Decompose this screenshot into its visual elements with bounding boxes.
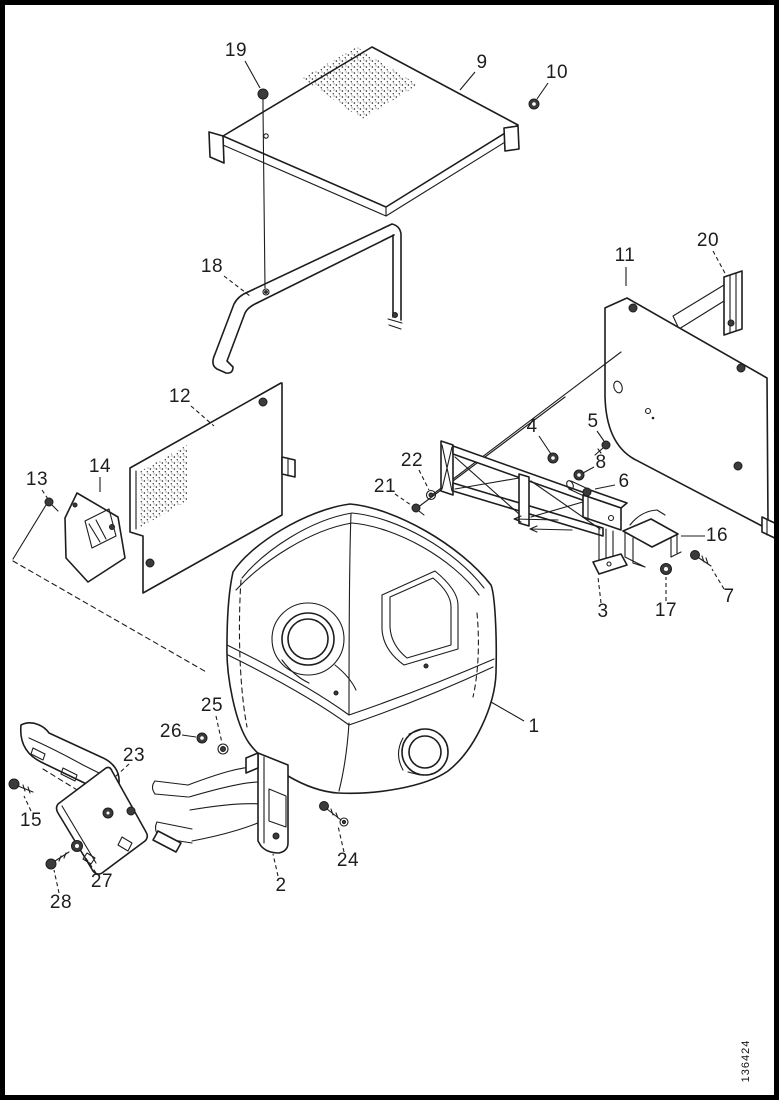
leader-27 — [83, 854, 96, 873]
fastener-25-washer — [218, 744, 228, 754]
assembly-centerline — [13, 505, 208, 673]
callout-15: 15 — [19, 810, 43, 831]
part-11-side-panel — [605, 298, 774, 541]
callout-10: 10 — [545, 62, 569, 83]
callout-3: 3 — [597, 601, 609, 622]
leader-7 — [712, 569, 724, 589]
callout-23: 23 — [122, 745, 146, 766]
drawing-number: 136424 — [740, 1039, 752, 1083]
leader-24 — [338, 826, 344, 852]
callout-22: 22 — [400, 450, 424, 471]
callout-17: 17 — [654, 600, 678, 621]
callout-5: 5 — [587, 411, 599, 432]
leader-23 — [115, 764, 129, 777]
fastener-24-bolt — [320, 802, 349, 827]
fastener-27-nut — [72, 841, 83, 852]
callout-12: 12 — [168, 386, 192, 407]
callout-25: 25 — [200, 695, 224, 716]
part-14-cover-plate — [65, 493, 125, 582]
leader-22 — [419, 470, 429, 490]
leader-25 — [216, 716, 222, 743]
leader-19 — [245, 61, 260, 88]
fastener-22-washer — [427, 491, 436, 500]
part-2-support-arm — [153, 753, 289, 853]
leader-26 — [182, 735, 196, 737]
fastener-4-washer — [548, 453, 558, 463]
leader-12 — [191, 406, 214, 426]
leader-5 — [597, 431, 604, 441]
part-9-top-cover — [209, 47, 519, 216]
callout-28: 28 — [49, 892, 73, 913]
leader-4 — [539, 436, 551, 454]
fastener-19-bolt — [258, 89, 268, 288]
callout-6: 6 — [618, 471, 630, 492]
part-23-mount-plate — [57, 767, 148, 874]
callout-13: 13 — [25, 469, 49, 490]
callout-8: 8 — [595, 452, 607, 473]
diagram-canvas — [5, 5, 774, 1095]
fastener-7-bolt — [691, 551, 712, 567]
leader-13 — [42, 490, 48, 499]
fastener-28-bolt — [46, 852, 69, 869]
callout-18: 18 — [200, 256, 224, 277]
leader-15 — [24, 796, 31, 811]
callout-1: 1 — [528, 716, 540, 737]
leader-6 — [595, 485, 615, 489]
callout-26: 26 — [159, 721, 183, 742]
fastener-21-bolt — [412, 504, 424, 515]
leader-1 — [491, 702, 524, 721]
fastener-13-screw — [45, 498, 58, 511]
callout-16: 16 — [705, 525, 729, 546]
part-1-muffler — [227, 504, 496, 793]
leader-21 — [395, 494, 411, 505]
leader-2 — [273, 854, 278, 876]
leader-10 — [537, 83, 548, 99]
part-3-truss-bracket — [441, 441, 627, 574]
leader-8 — [583, 467, 594, 473]
part-18-support-strap — [213, 224, 402, 373]
callout-20: 20 — [696, 230, 720, 251]
fastener-15-bolt — [9, 779, 33, 793]
fastener-6-bolt — [565, 480, 591, 496]
callout-27: 27 — [90, 871, 114, 892]
leader-18 — [224, 276, 250, 296]
callout-4: 4 — [526, 416, 538, 437]
part-16-bracket — [623, 510, 681, 567]
leader-3 — [598, 577, 601, 603]
callout-11: 11 — [614, 245, 636, 266]
callout-24: 24 — [336, 850, 360, 871]
callout-21: 21 — [373, 476, 397, 497]
fastener-10-nut — [529, 99, 539, 109]
fastener-26-nut — [197, 733, 207, 743]
leader-28 — [54, 870, 59, 893]
callout-14: 14 — [88, 456, 112, 477]
callout-19: 19 — [224, 40, 248, 61]
leader-9 — [460, 72, 475, 90]
part-12-vented-panel — [130, 383, 295, 593]
callout-7: 7 — [723, 586, 735, 607]
part-20-channel-bracket — [673, 271, 742, 335]
leader-20 — [713, 251, 726, 275]
callout-2: 2 — [275, 875, 287, 896]
leader-layer — [24, 61, 726, 893]
callout-9: 9 — [476, 52, 488, 73]
fastener-5-bolt — [595, 441, 610, 455]
fastener-17-nut — [661, 564, 672, 575]
fastener-8-washer — [574, 470, 584, 480]
